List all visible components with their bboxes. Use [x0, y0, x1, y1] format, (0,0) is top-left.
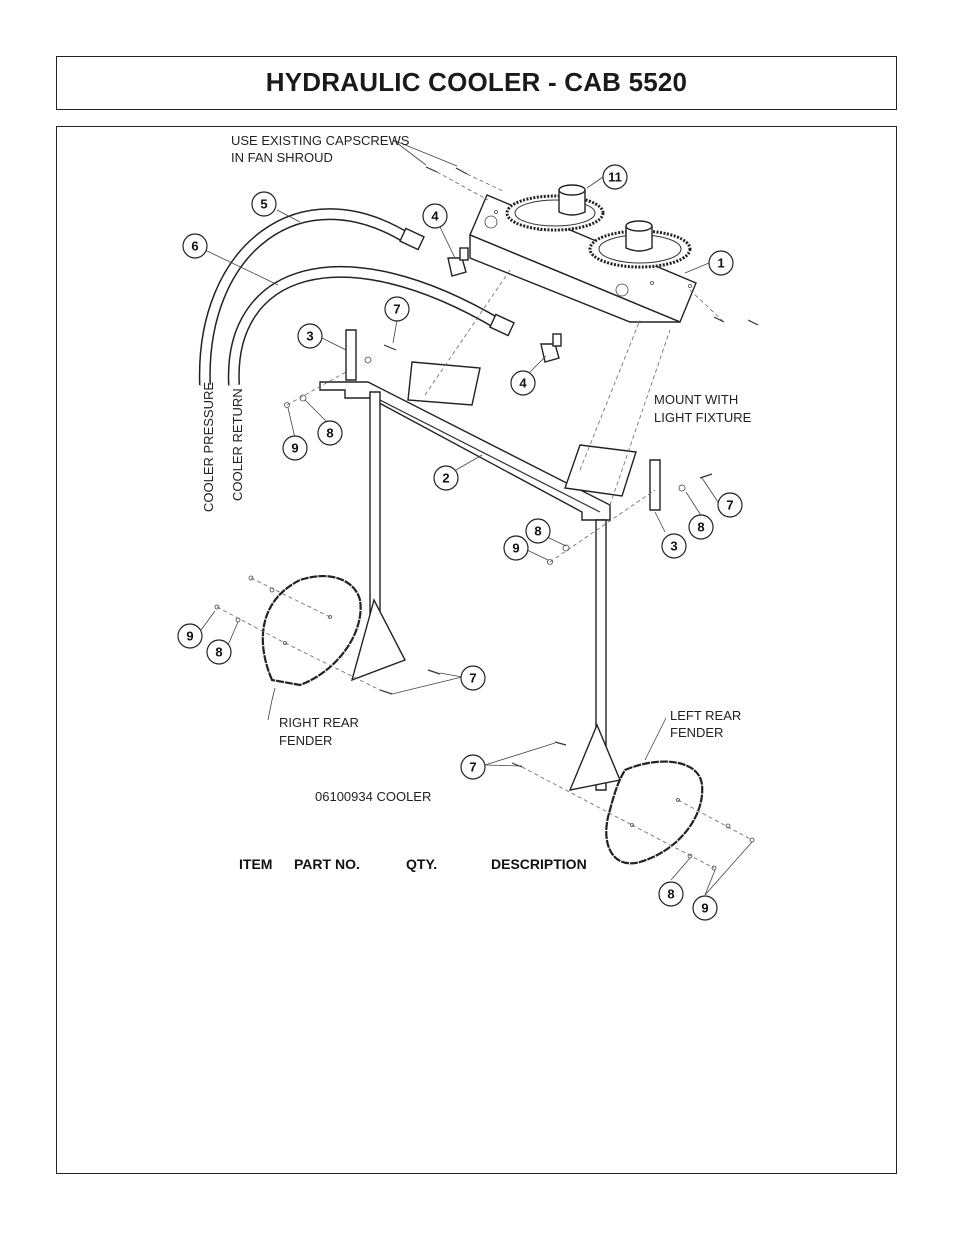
left-rear-fender [521, 760, 755, 871]
left-fender-label-line1: LEFT REAR [670, 708, 741, 723]
item-bubbles: 11 1 5 6 4 4 7 3 8 9 2 7 8 3 8 9 9 8 7 7… [177, 164, 743, 921]
bubble-3-top: 3 [297, 323, 323, 349]
bubble-2: 2 [433, 465, 459, 491]
bubble-6: 6 [182, 233, 208, 259]
bubble-9-right-fender: 9 [177, 623, 203, 649]
bubble-8-top: 8 [317, 420, 343, 446]
mount-note-line1: MOUNT WITH [654, 392, 738, 407]
svg-text:3: 3 [306, 329, 313, 344]
svg-text:3: 3 [670, 539, 677, 554]
title-box: HYDRAULIC COOLER - CAB 5520 [56, 56, 897, 110]
bubble-7-mount: 7 [717, 492, 743, 518]
drawing-number: 06100934 COOLER [315, 789, 431, 804]
svg-text:8: 8 [534, 524, 541, 539]
col-description: DESCRIPTION [491, 856, 587, 872]
mount-frame [319, 269, 671, 791]
bubble-8-middle: 8 [525, 518, 551, 544]
svg-text:4: 4 [519, 376, 527, 391]
svg-text:8: 8 [215, 645, 222, 660]
svg-text:7: 7 [469, 760, 476, 775]
bubble-4-bottom: 4 [510, 370, 536, 396]
hoses [198, 208, 515, 386]
svg-text:11: 11 [608, 170, 622, 185]
svg-text:5: 5 [260, 197, 267, 212]
bubble-8-mount: 8 [688, 514, 714, 540]
svg-text:2: 2 [442, 471, 449, 486]
right-fender-label-line2: FENDER [279, 733, 332, 748]
bubble-1: 1 [708, 250, 734, 276]
col-qty: QTY. [406, 856, 437, 872]
svg-text:7: 7 [726, 498, 733, 513]
page-title: HYDRAULIC COOLER - CAB 5520 [265, 67, 688, 97]
col-part-no: PART NO. [294, 856, 360, 872]
left-fender-label-line2: FENDER [670, 725, 723, 740]
mount-note-line2: LIGHT FIXTURE [654, 410, 752, 425]
bubble-9-top: 9 [282, 435, 308, 461]
hardware [284, 344, 713, 768]
svg-text:8: 8 [667, 887, 674, 902]
bubble-4-top: 4 [422, 203, 448, 229]
bubble-5: 5 [251, 191, 277, 217]
bubble-8-left-fender: 8 [658, 881, 684, 907]
svg-text:8: 8 [697, 520, 704, 535]
bubble-11: 11 [602, 164, 628, 190]
bubble-7-left-frame: 7 [460, 754, 486, 780]
capscrews-note-line1: USE EXISTING CAPSCREWS [231, 133, 410, 148]
svg-text:9: 9 [512, 541, 519, 556]
diagram-frame [56, 126, 897, 1174]
cooler-assembly [469, 184, 697, 323]
right-rear-fender [214, 575, 381, 691]
bubble-9-middle: 9 [503, 535, 529, 561]
svg-text:1: 1 [717, 256, 724, 271]
svg-text:7: 7 [469, 671, 476, 686]
leader-lines [200, 139, 753, 896]
capscrews-note-line2: IN FAN SHROUD [231, 150, 333, 165]
bubble-8-right-fender: 8 [206, 639, 232, 665]
svg-text:8: 8 [326, 426, 333, 441]
svg-text:4: 4 [431, 209, 439, 224]
right-fender-label-line1: RIGHT REAR [279, 715, 359, 730]
svg-text:9: 9 [186, 629, 193, 644]
capscrews-top [425, 166, 759, 326]
bubble-9-left-fender: 9 [692, 895, 718, 921]
svg-text:7: 7 [393, 302, 400, 317]
bubble-7-right-frame: 7 [460, 665, 486, 691]
cooler-pressure-label: COOLER PRESSURE [201, 382, 216, 512]
elbow-fittings [447, 247, 562, 363]
parts-table-header: ITEM PART NO. QTY. DESCRIPTION [239, 856, 587, 872]
bubble-7-bracket-top: 7 [384, 296, 410, 322]
svg-text:9: 9 [701, 901, 708, 916]
col-item: ITEM [239, 856, 272, 872]
brackets [345, 329, 661, 511]
cooler-return-label: COOLER RETURN [230, 388, 245, 501]
svg-text:9: 9 [291, 441, 298, 456]
svg-text:6: 6 [191, 239, 198, 254]
bubble-3-mount: 3 [661, 533, 687, 559]
